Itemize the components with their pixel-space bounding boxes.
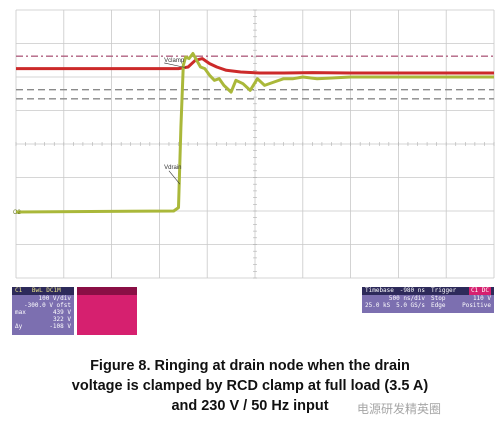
watermark: 电源研发精英圈 — [357, 402, 442, 416]
trigger-type: Edge — [431, 302, 446, 309]
channel1-value: 322 V — [52, 316, 71, 323]
trigger-label: Trigger — [431, 287, 457, 294]
annotation-label: Vdrain — [164, 165, 181, 171]
channel1-coupling: BwL DC1M — [31, 287, 61, 294]
traces — [15, 52, 494, 214]
channel1-row-max: max 439 V — [12, 309, 74, 316]
channel1-delta: -108 V — [49, 323, 71, 330]
caption-line-1: Figure 8. Ringing at drain node when the… — [90, 358, 410, 374]
figure-caption: Figure 8. Ringing at drain node when the… — [0, 356, 500, 416]
channel1-row-delta: Δy -108 V — [12, 323, 74, 330]
trigger-section: Trigger C1 DC Stop 110 V Edge Positive — [428, 287, 494, 309]
channel1-scale: 100 V/div — [38, 295, 71, 302]
trigger-slope: Positive — [462, 302, 491, 309]
channel1-max-label: max — [15, 309, 26, 316]
caption-line-2: voltage is clamped by RCD clamp at full … — [71, 378, 429, 394]
channel2-panel — [77, 287, 137, 335]
channel1-row-value: 322 V — [12, 316, 74, 323]
trigger-level: 110 V — [472, 295, 491, 302]
trace-vclamp — [16, 57, 494, 75]
annotation-pointer — [168, 170, 181, 185]
reference-lines — [16, 55, 494, 100]
timebase-trigger-panel: Timebase -980 ns 500 ns/div 25.0 kS 5.0 GS… — [362, 287, 494, 313]
channel1-row-offset: -300.0 V ofst — [12, 302, 74, 309]
channel1-label: C1 — [15, 287, 23, 294]
trigger-mode: Stop — [431, 295, 446, 302]
ground-marker: C2 — [13, 210, 21, 216]
annotation-pointer — [164, 62, 186, 68]
annotation-label: Vclamp — [164, 58, 185, 64]
channel1-row-scale: 100 V/div — [12, 295, 74, 302]
grid — [15, 9, 495, 279]
channel2-header — [77, 287, 137, 295]
timebase-label: Timebase — [365, 287, 394, 294]
record-length: 25.0 kS — [365, 302, 391, 309]
channel1-offset: -300.0 V ofst — [24, 302, 71, 309]
timebase-section: Timebase -980 ns 500 ns/div 25.0 kS 5.0 GS… — [362, 287, 428, 309]
trigger-source-badge: C1 DC — [468, 287, 491, 295]
channel1-header: C1 BwL DC1M — [12, 287, 74, 295]
channel1-max: 439 V — [52, 309, 71, 316]
channel1-delta-label: Δy — [15, 323, 23, 330]
timebase-scale: 500 ns/div — [388, 295, 425, 302]
channel1-panel: C1 BwL DC1M 100 V/div -300.0 V ofst max 4… — [12, 287, 74, 335]
trace-vdrain — [15, 52, 494, 214]
sample-rate: 5.0 GS/s — [396, 302, 425, 309]
timebase-value: -980 ns — [399, 287, 425, 294]
caption-line-3: and 230 V / 50 Hz input — [171, 398, 329, 414]
